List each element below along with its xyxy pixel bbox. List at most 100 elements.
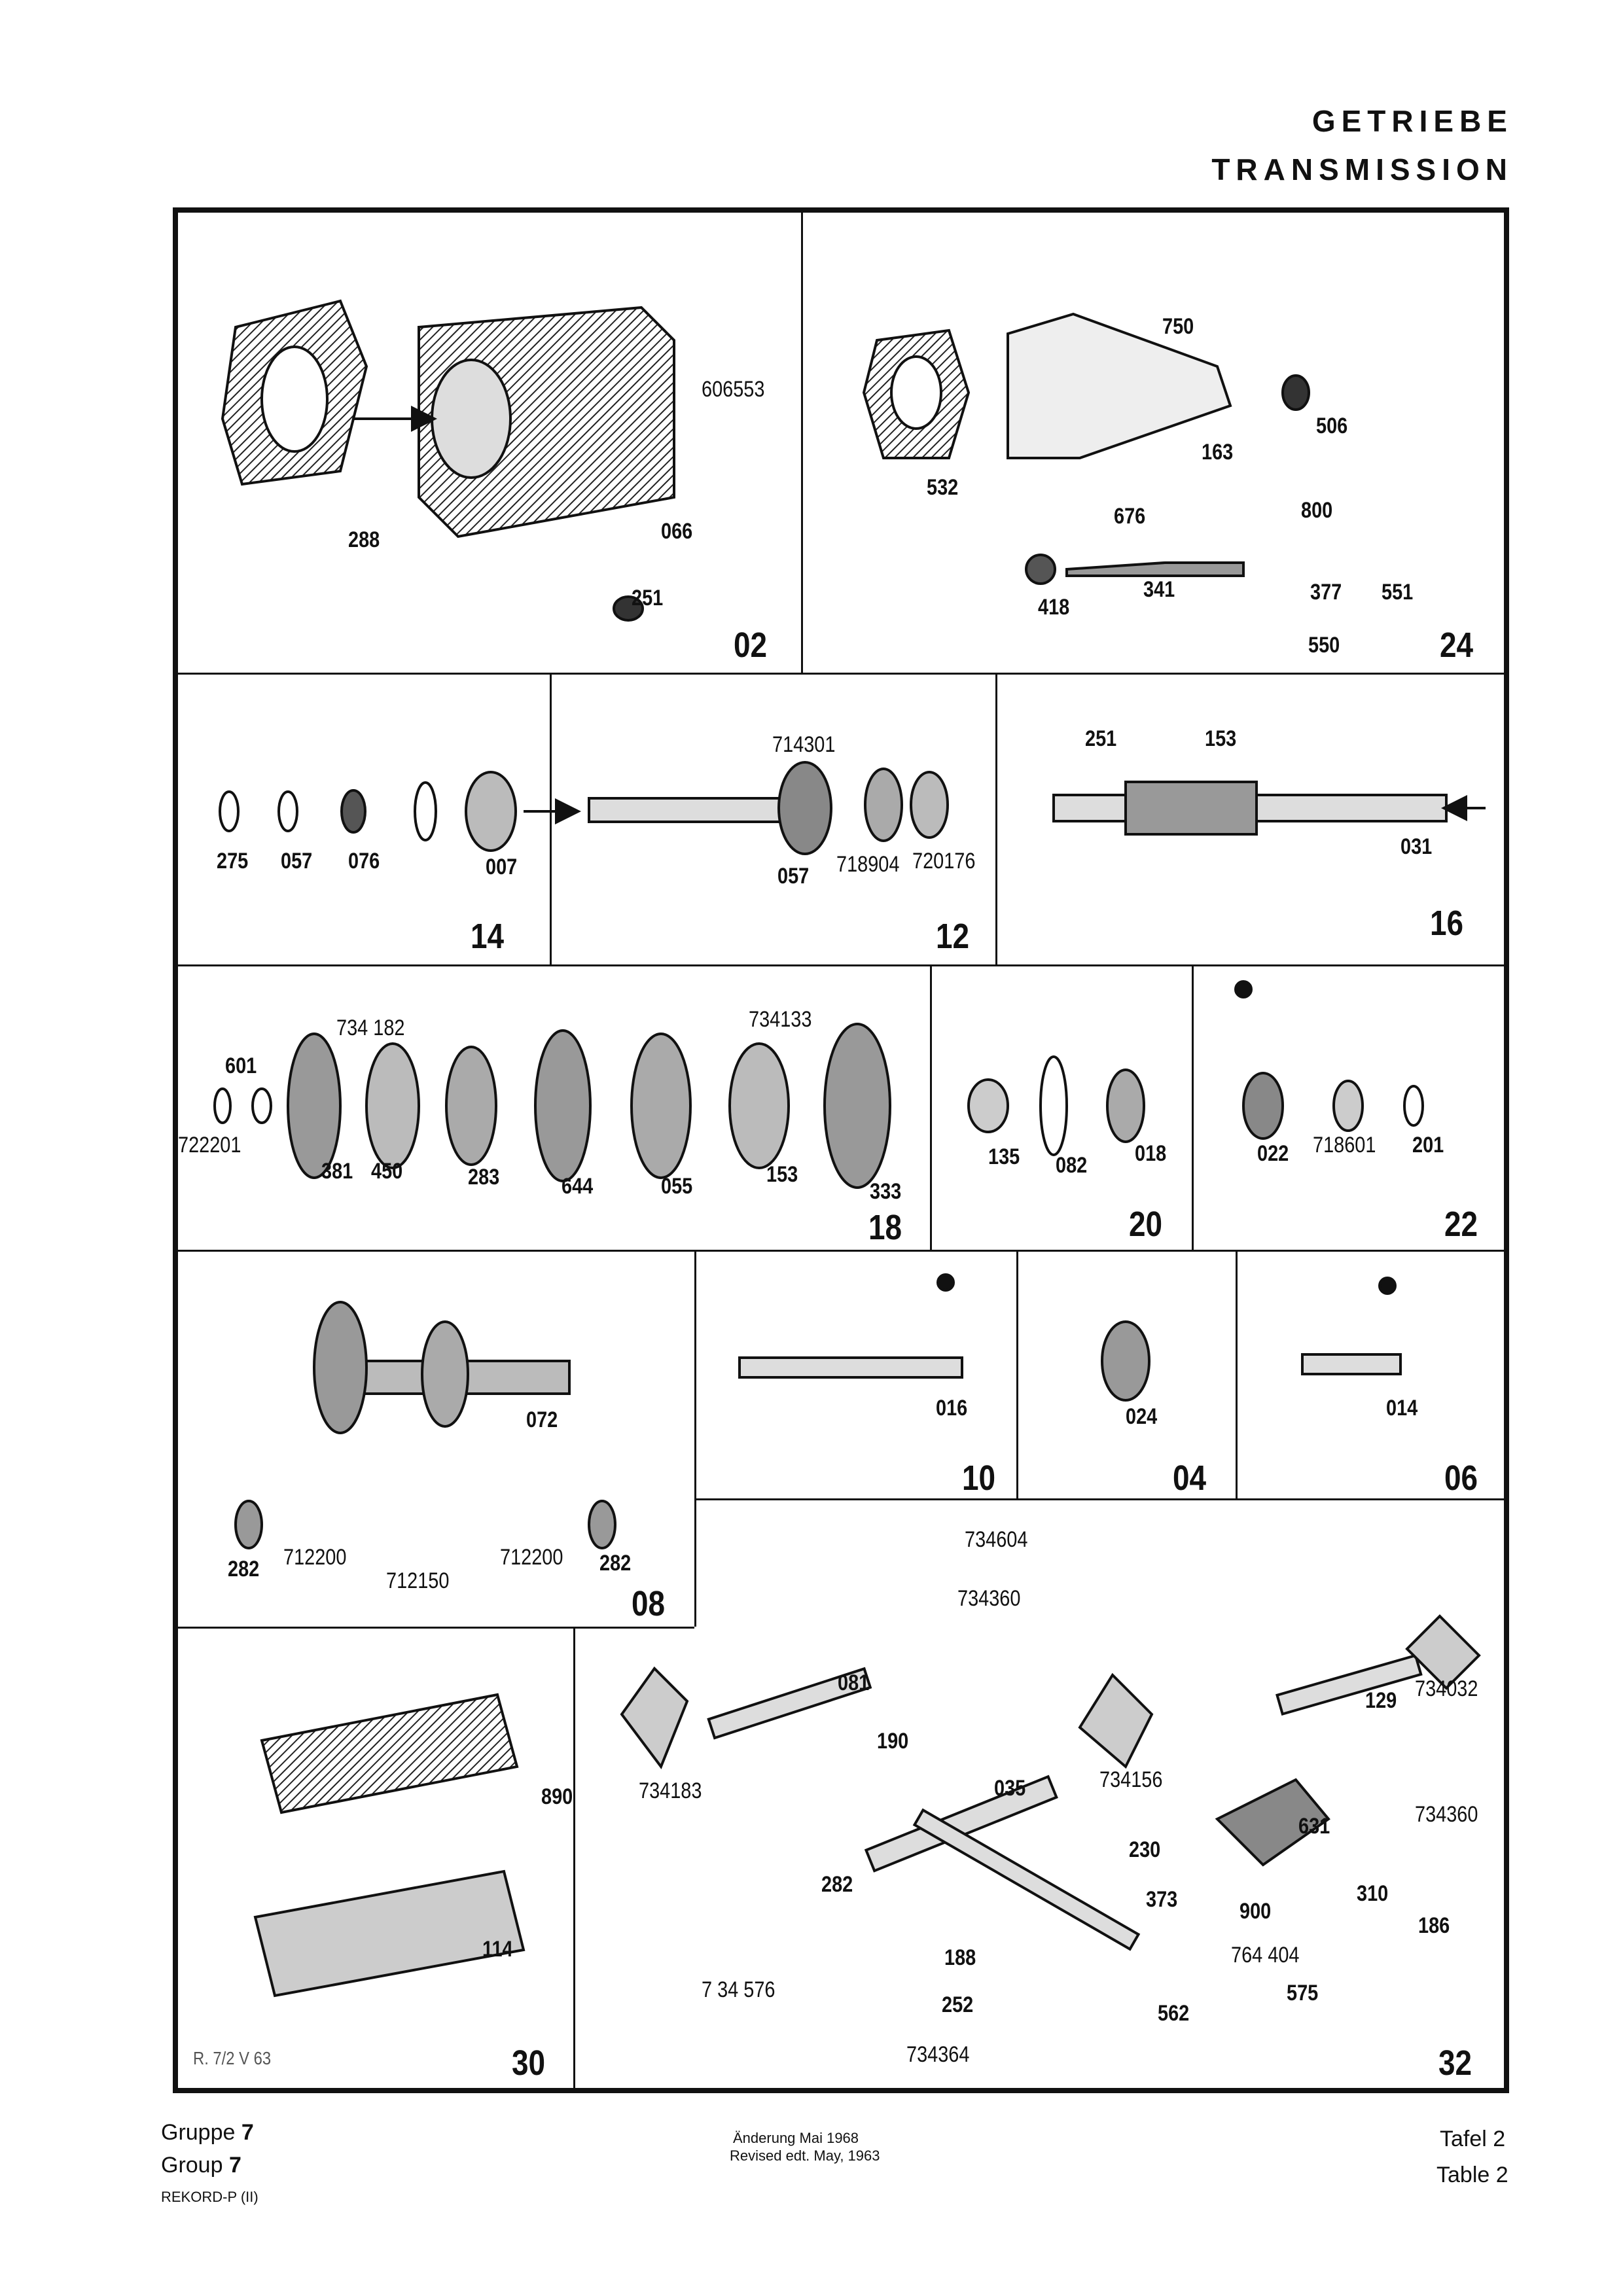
part-number: 373 [1146, 1887, 1178, 1912]
group-label-german: Gruppe 7 [161, 2120, 254, 2146]
part-number: 288 [348, 527, 380, 552]
shift-rail-illustration [707, 1667, 872, 1740]
part-number: 800 [1301, 498, 1333, 523]
part-number: 418 [1038, 595, 1070, 620]
divider [801, 207, 803, 673]
part-number: 734032 [1415, 1676, 1478, 1701]
panel-number: 24 [1440, 626, 1474, 665]
title-english: TRANSMISSION [1211, 152, 1513, 186]
part-number: 450 [371, 1159, 403, 1184]
part-number: 506 [1316, 414, 1348, 438]
panel-number: 08 [632, 1584, 666, 1623]
gear-illustration [823, 1023, 891, 1189]
shift-fork-illustration [1078, 1672, 1154, 1769]
part-number: 734364 [906, 2042, 970, 2067]
oil-pan-illustration [253, 1869, 526, 1998]
part-number: 722201 [178, 1133, 241, 1157]
part-number: 018 [1135, 1141, 1167, 1166]
part-number: 718904 [836, 852, 900, 877]
part-number: 057 [281, 849, 313, 874]
part-number: 081 [838, 1670, 870, 1695]
snap-ring-illustration [213, 1087, 232, 1124]
panel-number: 14 [471, 917, 505, 956]
panel-number: 22 [1444, 1205, 1478, 1244]
divider [1236, 1250, 1238, 1498]
table-label-german: Tafel 2 [1440, 2127, 1506, 2151]
snap-ring-illustration [414, 781, 437, 841]
panel-number: 04 [1173, 1458, 1207, 1498]
shift-shaft-illustration [912, 1808, 1141, 1951]
part-number: 676 [1114, 504, 1146, 529]
divider [1192, 964, 1194, 1250]
part-number: 230 [1129, 1837, 1161, 1862]
part-number: 076 [348, 849, 380, 874]
part-number: 551 [1382, 580, 1414, 605]
part-number: 153 [1205, 726, 1237, 751]
part-number: 188 [944, 1945, 976, 1970]
part-number: 163 [1202, 440, 1234, 465]
part-number: 153 [766, 1162, 798, 1187]
divider [173, 1250, 1509, 1252]
part-number: 282 [599, 1551, 632, 1576]
divider [550, 673, 552, 964]
shift-rail-illustration [864, 1775, 1058, 1873]
part-number: 575 [1287, 1981, 1319, 2005]
part-number: 055 [661, 1174, 693, 1199]
part-number: 282 [228, 1557, 260, 1581]
part-number: 135 [988, 1144, 1020, 1169]
part-number: 890 [541, 1784, 573, 1809]
seal-illustration [1281, 374, 1310, 411]
washer-illustration [277, 790, 298, 832]
part-number: 251 [632, 586, 664, 610]
part-number: 201 [1412, 1133, 1444, 1157]
panel-number: 02 [734, 626, 768, 665]
shift-fork-illustration [1405, 1614, 1481, 1690]
group-number: 7 [241, 2120, 254, 2145]
oil-pan-gasket-illustration [260, 1693, 519, 1814]
ring-illustration [340, 789, 366, 834]
part-number: 014 [1386, 1396, 1418, 1421]
revision-german: Änderung Mai 1968 [733, 2130, 859, 2146]
divider [930, 964, 932, 1250]
divider [173, 673, 1509, 675]
reverse-idler-shaft-illustration [738, 1356, 963, 1379]
panel-number: 06 [1444, 1458, 1478, 1498]
panel-number: 30 [512, 2043, 546, 2083]
model-name: REKORD-P (II) [161, 2189, 259, 2205]
table-label-english: Table 2 [1436, 2163, 1508, 2187]
part-number: 377 [1310, 580, 1342, 605]
part-number: 734133 [749, 1007, 812, 1032]
shift-fork-illustration [620, 1666, 689, 1770]
speedometer-drive-illustration [1065, 561, 1245, 577]
part-number: 114 [482, 1937, 513, 1962]
part-number: 251 [1085, 726, 1117, 751]
part-number: 734360 [957, 1586, 1021, 1611]
part-number: 082 [1056, 1153, 1088, 1178]
part-number: 381 [321, 1159, 353, 1184]
part-number: 734604 [965, 1527, 1028, 1552]
part-number: 035 [994, 1776, 1026, 1801]
bearing-illustration [465, 771, 517, 852]
part-number: 190 [877, 1729, 909, 1754]
part-number: 066 [661, 519, 693, 544]
gear-illustration [534, 1029, 592, 1182]
part-number: 712150 [386, 1568, 450, 1593]
extension-housing-illustration [1007, 312, 1232, 459]
part-number: 283 [468, 1165, 500, 1190]
part-number: 072 [526, 1407, 558, 1432]
part-number: 734183 [639, 1778, 702, 1803]
part-number: 712200 [500, 1545, 563, 1570]
part-number: 714301 [772, 732, 836, 757]
group-label: Group [161, 2153, 223, 2178]
part-number: 606553 [702, 377, 765, 402]
part-number: 712200 [283, 1545, 347, 1570]
part-number: 644 [562, 1174, 594, 1199]
divider [1016, 1250, 1018, 1498]
title-german: GETRIEBE [1311, 104, 1513, 138]
panel-number: 16 [1430, 904, 1464, 943]
snap-ring-illustration [219, 790, 240, 832]
part-number: 750 [1162, 314, 1194, 339]
part-number: 031 [1400, 834, 1433, 859]
